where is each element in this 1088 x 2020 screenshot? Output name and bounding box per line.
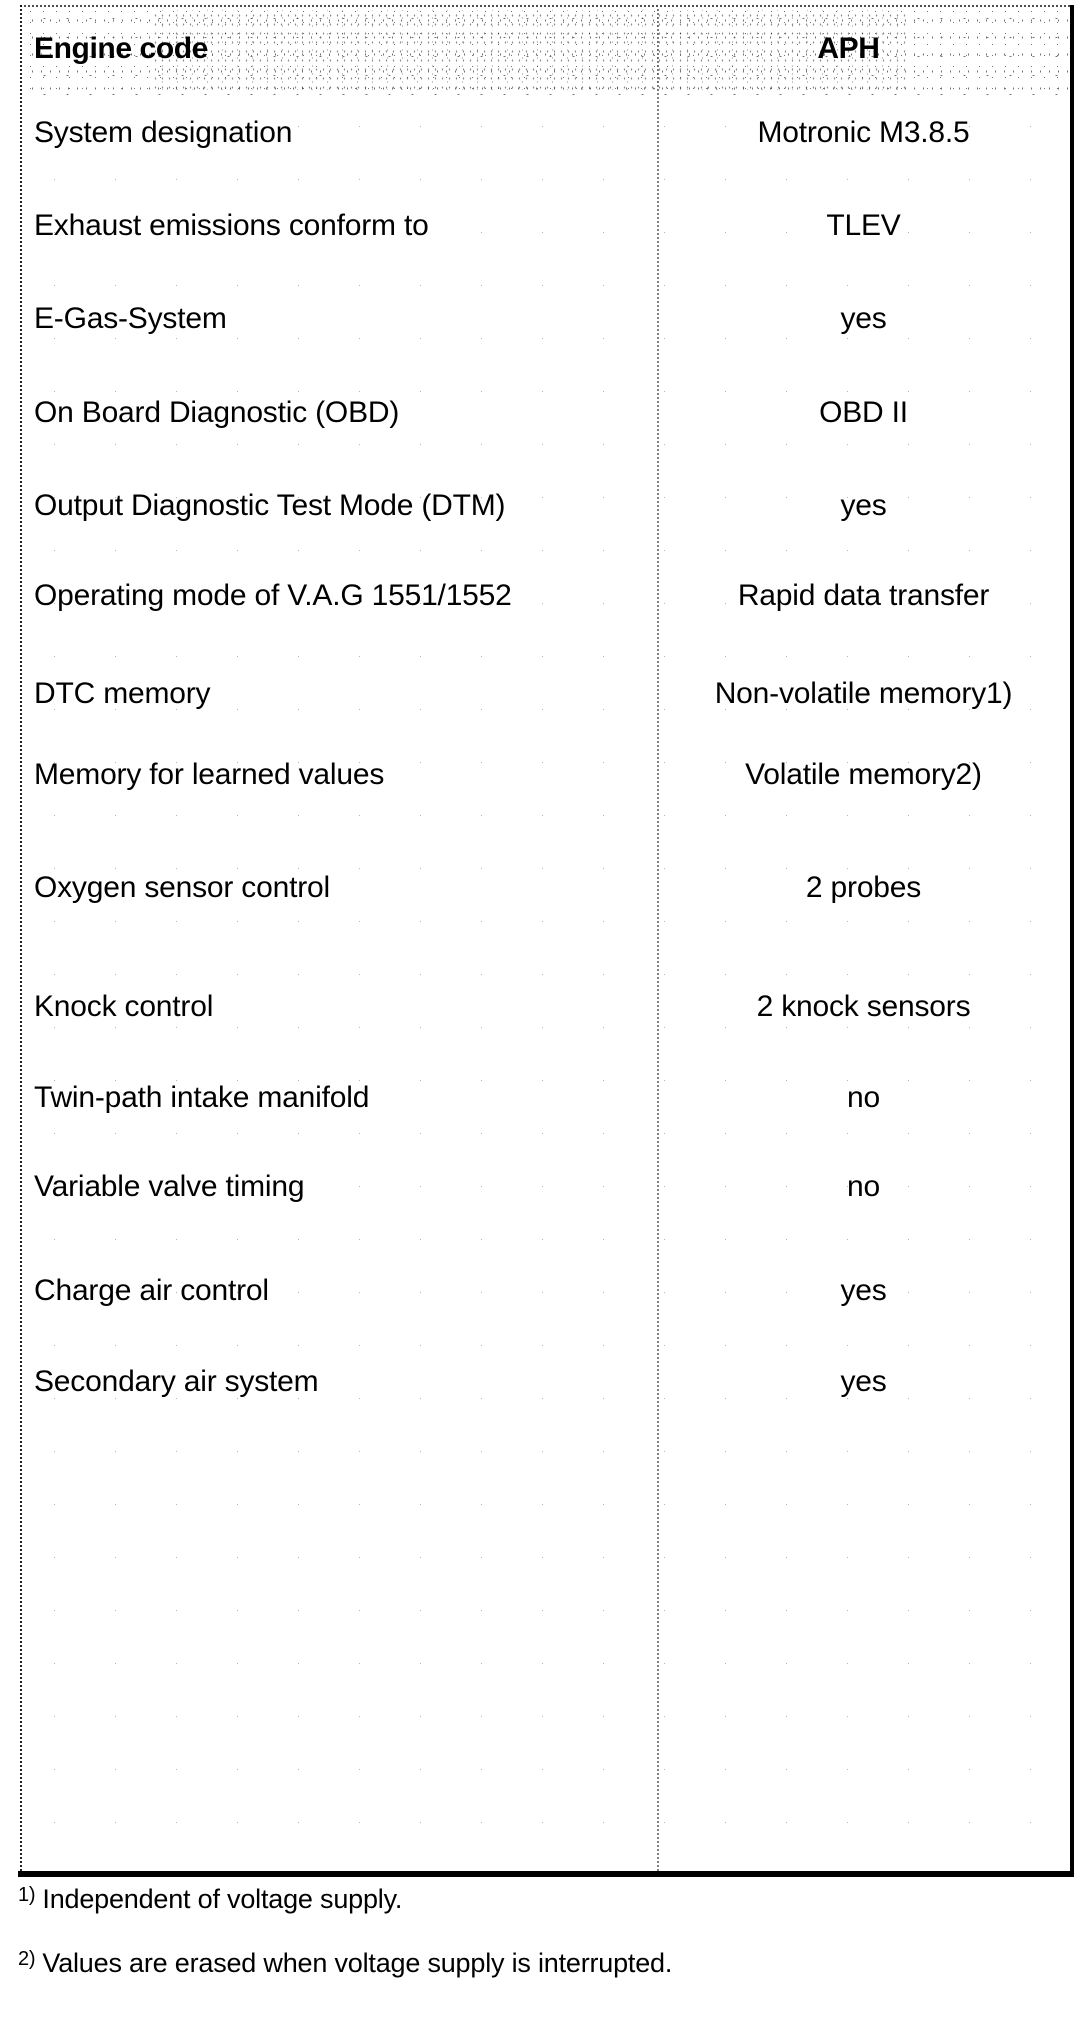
table-row: On Board Diagnostic (OBD) OBD II: [20, 391, 1070, 435]
row-label: Twin-path intake manifold: [34, 1081, 370, 1114]
row-label: Operating mode of V.A.G 1551/1552: [34, 579, 512, 612]
row-value: no: [847, 1170, 880, 1203]
table-row: Twin-path intake manifold no: [20, 1076, 1070, 1120]
row-value: yes: [840, 1274, 887, 1307]
row-label: System designation: [34, 116, 293, 149]
table-right-border: [1070, 5, 1074, 1877]
row-label: Memory for learned values: [34, 758, 385, 791]
row-value: Rapid data transfer: [737, 579, 990, 612]
table-left-border: [20, 5, 22, 1875]
table-row: Variable valve timing no: [20, 1165, 1070, 1209]
row-value: no: [847, 1081, 880, 1114]
row-value: 2 knock sensors: [756, 990, 971, 1023]
footnote-1: 1) Independent of voltage supply.: [18, 1884, 1068, 1914]
row-label: Variable valve timing: [34, 1170, 305, 1203]
row-value: TLEV: [826, 209, 901, 242]
footnotes-block: 1) Independent of voltage supply. 2) Val…: [18, 1884, 1068, 2012]
table-row: Secondary air system yes: [20, 1360, 1070, 1404]
row-label: Knock control: [34, 990, 214, 1023]
row-value: Non-volatile memory1): [714, 677, 1013, 710]
table-row: Operating mode of V.A.G 1551/1552 Rapid …: [20, 574, 1070, 618]
table-row: Memory for learned values Volatile memor…: [20, 753, 1070, 797]
table-row: Charge air control yes: [20, 1269, 1070, 1313]
footnote-text: Independent of voltage supply.: [42, 1884, 403, 1914]
footnote-text: Values are erased when voltage supply is…: [42, 1948, 673, 1978]
row-value: yes: [840, 302, 887, 335]
row-label: On Board Diagnostic (OBD): [34, 396, 400, 429]
row-value: Motronic M3.8.5: [757, 116, 970, 149]
footnote-marker: 2): [18, 1948, 36, 1970]
row-value: 2 probes: [805, 871, 922, 904]
row-label: Oxygen sensor control: [34, 871, 330, 904]
table-row: Oxygen sensor control 2 probes: [20, 866, 1070, 910]
row-value: OBD II: [819, 396, 908, 429]
specification-table: Engine code APH System designation Motro…: [18, 5, 1074, 1877]
table-row: Output Diagnostic Test Mode (DTM) yes: [20, 484, 1070, 528]
row-label: DTC memory: [34, 677, 211, 710]
table-column-divider: [657, 9, 659, 1871]
table-row: E-Gas-System yes: [20, 297, 1070, 341]
table-row: DTC memory Non-volatile memory1): [20, 672, 1070, 716]
row-value: yes: [840, 1365, 887, 1398]
row-label: E-Gas-System: [34, 302, 227, 335]
footnote-2: 2) Values are erased when voltage supply…: [18, 1948, 1068, 1978]
header-aph: APH: [817, 32, 880, 65]
row-label: Charge air control: [34, 1274, 269, 1307]
row-label: Output Diagnostic Test Mode (DTM): [34, 489, 506, 522]
table-row: Knock control 2 knock sensors: [20, 985, 1070, 1029]
row-label: Exhaust emissions conform to: [34, 209, 429, 242]
row-label: Secondary air system: [34, 1365, 319, 1398]
row-value: Volatile memory2): [745, 758, 982, 791]
header-engine-code: Engine code: [34, 32, 208, 65]
table-top-border: [20, 5, 1074, 7]
table-bottom-border: [18, 1871, 1074, 1877]
table-row: System designation Motronic M3.8.5: [20, 111, 1070, 155]
row-value: yes: [840, 489, 887, 522]
footnote-marker: 1): [18, 1884, 36, 1906]
table-header-row: Engine code APH: [20, 27, 1070, 71]
table-row: Exhaust emissions conform to TLEV: [20, 204, 1070, 248]
